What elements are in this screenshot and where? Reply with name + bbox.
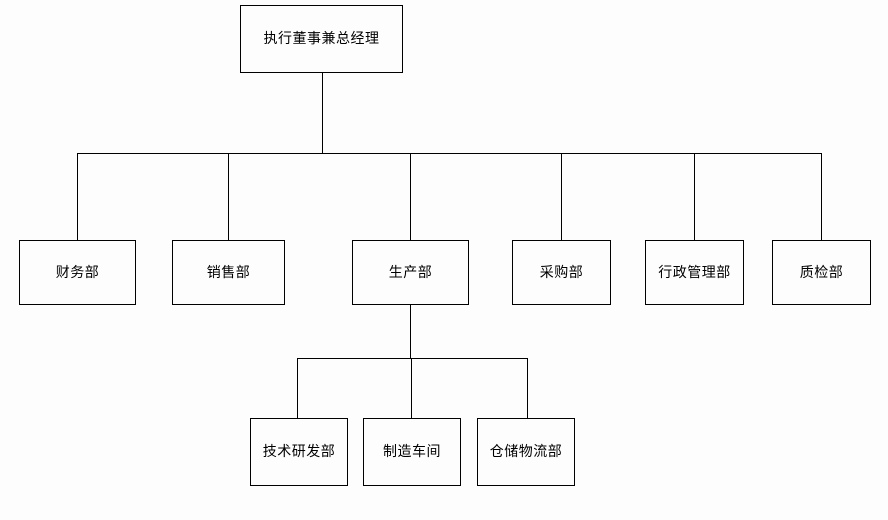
org-node-workshop[interactable]: 制造车间 xyxy=(363,418,461,486)
org-node-administration[interactable]: 行政管理部 xyxy=(645,240,744,305)
connector-level1-drop-2 xyxy=(228,153,229,240)
org-node-label-production: 生产部 xyxy=(388,264,433,281)
org-node-sales[interactable]: 销售部 xyxy=(172,240,285,305)
org-node-label-root: 执行董事兼总经理 xyxy=(263,31,380,47)
connector-level1-drop-6 xyxy=(821,153,822,240)
connector-level1-drop-1 xyxy=(77,153,78,240)
connector-level2-bus xyxy=(297,358,528,359)
connector-level2-drop-3 xyxy=(527,358,528,418)
org-node-production[interactable]: 生产部 xyxy=(352,240,469,305)
org-node-label-sales: 销售部 xyxy=(206,264,251,281)
org-node-label-quality: 质检部 xyxy=(799,264,844,281)
connector-production-stem xyxy=(410,305,411,358)
org-node-root[interactable]: 执行董事兼总经理 xyxy=(240,5,403,73)
org-node-purchasing[interactable]: 采购部 xyxy=(512,240,611,305)
connector-level2-drop-1 xyxy=(297,358,298,418)
connector-root-stem xyxy=(322,73,323,153)
org-node-label-workshop: 制造车间 xyxy=(383,444,441,460)
org-node-quality[interactable]: 质检部 xyxy=(772,240,871,305)
org-node-label-administration: 行政管理部 xyxy=(658,264,731,281)
org-node-label-rnd: 技术研发部 xyxy=(262,444,336,460)
org-node-finance[interactable]: 财务部 xyxy=(19,240,136,305)
org-node-label-purchasing: 采购部 xyxy=(539,264,584,281)
connector-level1-drop-4 xyxy=(561,153,562,240)
org-node-label-finance: 财务部 xyxy=(55,264,100,281)
connector-level1-drop-5 xyxy=(694,153,695,240)
org-node-label-warehouse: 仓储物流部 xyxy=(489,444,563,460)
org-node-rnd[interactable]: 技术研发部 xyxy=(250,418,348,486)
connector-level2-drop-2 xyxy=(411,358,412,418)
connector-level1-bus xyxy=(77,153,821,154)
connector-level1-drop-3 xyxy=(410,153,411,240)
org-node-warehouse[interactable]: 仓储物流部 xyxy=(477,418,575,486)
